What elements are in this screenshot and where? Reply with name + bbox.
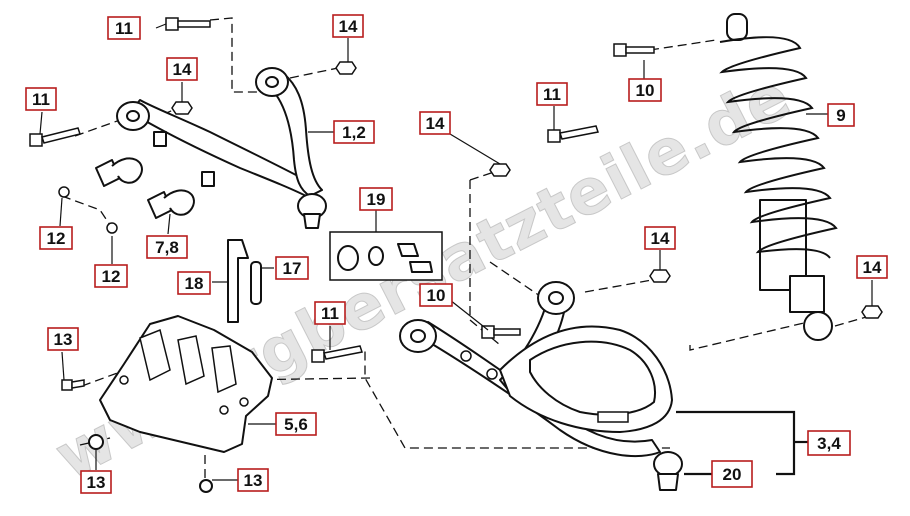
callout-14-far: 14 <box>856 255 888 279</box>
callout-20: 20 <box>711 460 753 488</box>
svg-text:10: 10 <box>636 81 655 100</box>
svg-text:11: 11 <box>32 90 50 109</box>
pin-17 <box>250 261 262 305</box>
svg-text:12: 12 <box>102 267 121 286</box>
bolt-11-left <box>29 127 81 147</box>
assembly-dashed-lines <box>61 17 871 480</box>
callout-14-left: 14 <box>166 57 198 81</box>
svg-text:14: 14 <box>426 114 445 133</box>
svg-text:11: 11 <box>321 304 339 323</box>
svg-text:14: 14 <box>863 258 882 277</box>
svg-text:11: 11 <box>115 19 133 38</box>
svg-text:13: 13 <box>244 471 263 490</box>
callout-12-a: 12 <box>39 226 73 250</box>
svg-text:12: 12 <box>47 229 66 248</box>
screws-12 <box>58 186 118 234</box>
svg-text:17: 17 <box>283 259 302 278</box>
svg-text:13: 13 <box>54 330 73 349</box>
callout-14-right: 14 <box>644 226 676 250</box>
callout-13-bottom: 13 <box>237 468 269 492</box>
nut-14-mid <box>489 163 511 177</box>
nut-14-right <box>649 269 671 283</box>
bushing-kit-19 <box>329 231 443 281</box>
callout-14-mid: 14 <box>419 111 451 135</box>
callout-19: 19 <box>359 187 393 211</box>
svg-text:19: 19 <box>367 190 386 209</box>
bolt-11-top <box>165 17 211 31</box>
callout-18: 18 <box>177 271 211 295</box>
svg-text:1,2: 1,2 <box>342 123 366 142</box>
callout-13-left: 13 <box>80 470 112 494</box>
bracket-18 <box>227 239 249 323</box>
bolt-10-right <box>613 43 655 57</box>
svg-text:5,6: 5,6 <box>284 415 308 434</box>
upper-a-arm <box>116 67 327 229</box>
clamp-7-8 <box>95 157 195 219</box>
bolt-11-low <box>311 345 363 363</box>
callout-9: 9 <box>827 103 855 127</box>
callout-17: 17 <box>275 256 309 280</box>
svg-text:13: 13 <box>87 473 106 492</box>
callout-7-8: 7,8 <box>146 235 188 259</box>
skid-plate <box>99 315 273 453</box>
callout-10-right: 10 <box>628 78 662 102</box>
nut-14-top <box>335 61 357 75</box>
bolt-11-mid <box>547 125 599 143</box>
callout-11-mid: 11 <box>536 82 568 106</box>
svg-text:14: 14 <box>651 229 670 248</box>
svg-text:9: 9 <box>836 106 845 125</box>
svg-text:11: 11 <box>543 85 561 104</box>
lower-a-arm <box>399 281 683 491</box>
svg-text:20: 20 <box>723 465 742 484</box>
callout-11-top: 11 <box>107 16 141 40</box>
callout-1-2: 1,2 <box>333 120 375 144</box>
callout-5-6: 5,6 <box>275 412 317 436</box>
screws-13 <box>61 379 213 493</box>
callout-14-top: 14 <box>332 14 364 38</box>
svg-text:7,8: 7,8 <box>155 238 179 257</box>
svg-text:18: 18 <box>185 274 204 293</box>
callout-12-b: 12 <box>94 264 128 288</box>
callout-11-low: 11 <box>314 301 346 325</box>
callout-13-top: 13 <box>47 327 79 351</box>
nut-14-left <box>171 101 193 115</box>
svg-text:10: 10 <box>427 286 446 305</box>
callout-11-left: 11 <box>25 87 57 111</box>
svg-text:3,4: 3,4 <box>817 434 841 453</box>
shock-absorber <box>719 13 838 341</box>
leader-lines <box>39 23 873 481</box>
nut-14-far <box>861 305 883 319</box>
svg-text:14: 14 <box>339 17 358 36</box>
bolt-10-low <box>481 325 521 339</box>
callout-10-low: 10 <box>419 283 453 307</box>
callout-3-4: 3,4 <box>807 430 851 456</box>
svg-text:14: 14 <box>173 60 192 79</box>
